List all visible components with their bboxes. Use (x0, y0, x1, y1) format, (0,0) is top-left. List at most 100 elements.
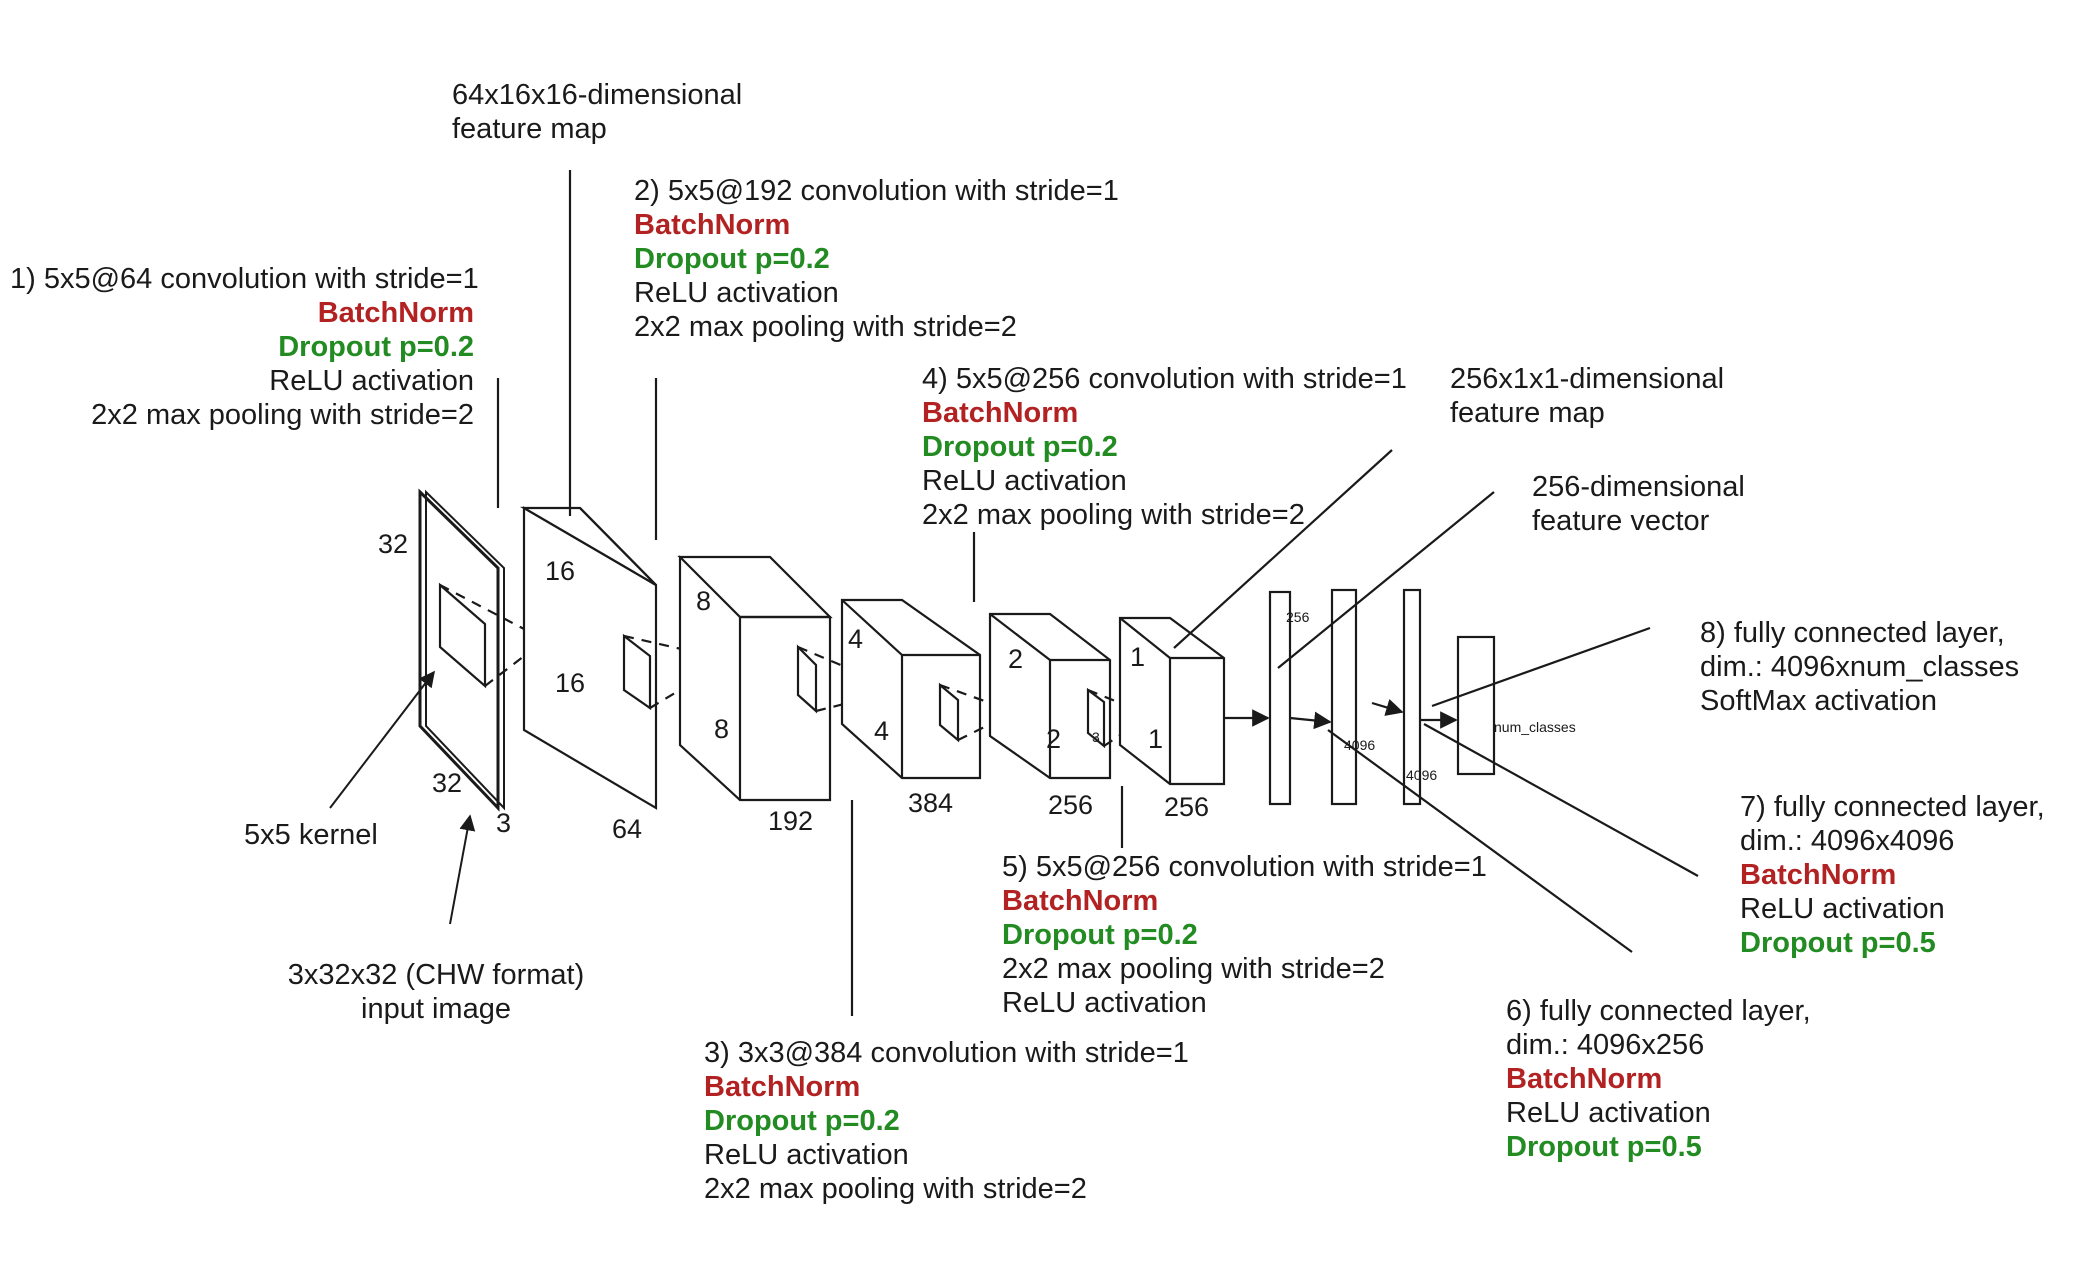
layer1-activation: ReLU activation (269, 365, 474, 397)
layer8-annotation: 8) fully connected layer, dim.: 4096xnum… (1700, 616, 2019, 718)
layer4-title: 4) 5x5@256 convolution with stride=1 (922, 363, 1407, 395)
fc6-4096-bar (1330, 588, 1358, 806)
layer7-dim: dim.: 4096x4096 (1740, 825, 1955, 857)
layer8-activation: SoftMax activation (1700, 685, 1937, 717)
conv5-kernel-dim: 3 (1092, 729, 1100, 745)
input-image-line1: 3x32x32 (CHW format) (287, 959, 585, 991)
layer2-dropout: Dropout p=0.2 (634, 243, 830, 275)
layer1-annotation: 1) 5x5@64 convolution with stride=1 Batc… (10, 262, 479, 432)
feature-map-256-label: 256x1x1-dimensional feature map (1450, 362, 1724, 430)
conv3-channel-dim: 384 (908, 788, 953, 818)
layer2-activation: ReLU activation (634, 277, 839, 309)
feature-vector-label: 256-dimensional feature vector (1532, 470, 1745, 538)
feature-vector-line1: 256-dimensional (1532, 471, 1745, 503)
layer4-batchnorm: BatchNorm (922, 397, 1079, 429)
layer5-pooling: 2x2 max pooling with stride=2 (1002, 953, 1385, 985)
feature-map-256-line2: feature map (1450, 397, 1605, 429)
layer2-title: 2) 5x5@192 convolution with stride=1 (634, 175, 1119, 207)
fc-input-256-bar (1268, 590, 1292, 806)
conv1-channel-dim: 64 (612, 814, 642, 844)
input-channel-dim: 3 (496, 808, 511, 838)
conv4-height-dim: 2 (1008, 644, 1023, 674)
conv3-height-dim: 4 (848, 624, 863, 654)
conv1-feature-map-block (519, 506, 658, 810)
layer7-dropout: Dropout p=0.5 (1740, 927, 1936, 959)
layer7-activation: ReLU activation (1740, 893, 1945, 925)
layer6-dim: dim.: 4096x256 (1506, 1029, 1705, 1061)
layer6-title: 6) fully connected layer, (1506, 995, 1811, 1027)
layer6-dropout: Dropout p=0.5 (1506, 1131, 1702, 1163)
layer3-activation: ReLU activation (704, 1139, 909, 1171)
conv2-channel-dim: 192 (768, 806, 813, 836)
layer3-pooling: 2x2 max pooling with stride=2 (704, 1173, 1087, 1205)
layer1-batchnorm: BatchNorm (317, 297, 474, 329)
fc7-dim: 4096 (1406, 767, 1437, 783)
conv2-feature-map-block (677, 555, 833, 802)
arrow-to-fc7 (1371, 699, 1404, 716)
input-width-dim: 32 (432, 768, 462, 798)
layer6-activation: ReLU activation (1506, 1097, 1711, 1129)
layer5-annotation: 5) 5x5@256 convolution with stride=1 Bat… (1002, 850, 1487, 1020)
layer8-dim: dim.: 4096xnum_classes (1700, 651, 2020, 683)
conv4-width-dim: 2 (1046, 724, 1061, 754)
layer3-annotation: 3) 3x3@384 convolution with stride=1 Bat… (704, 1036, 1189, 1206)
layer6-annotation: 6) fully connected layer, dim.: 4096x256… (1506, 994, 1811, 1164)
layer8-title: 8) fully connected layer, (1700, 617, 2005, 649)
layer5-batchnorm: BatchNorm (1002, 885, 1159, 917)
layer4-activation: ReLU activation (922, 465, 1127, 497)
input-image-label: 3x32x32 (CHW format) input image (276, 958, 596, 1026)
layer3-dropout: Dropout p=0.2 (704, 1105, 900, 1137)
layer7-batchnorm: BatchNorm (1740, 859, 1897, 891)
conv3-width-dim: 4 (874, 716, 889, 746)
layer1-dropout: Dropout p=0.2 (278, 331, 474, 363)
conv2-height-dim: 8 (696, 586, 711, 616)
kernel-pointer-arrow (329, 670, 435, 809)
layer4-dropout: Dropout p=0.2 (922, 431, 1118, 463)
layer3-title: 3) 3x3@384 convolution with stride=1 (704, 1037, 1189, 1069)
arrow-to-fc6 (1289, 711, 1332, 730)
fc6-dim: 4096 (1344, 737, 1375, 753)
feature-map-64-line1: 64x16x16-dimensional (452, 79, 743, 111)
input-image-line2: input image (361, 993, 511, 1025)
input-pointer-arrow (449, 814, 476, 925)
conv3-kernel-projection (939, 683, 1016, 741)
conv5-width-dim: 1 (1148, 724, 1163, 754)
fc7-4096-bar (1402, 588, 1422, 806)
conv1-height-dim: 16 (545, 556, 575, 586)
layer7-annotation: 7) fully connected layer, dim.: 4096x409… (1740, 790, 2045, 960)
layer5-dropout: Dropout p=0.2 (1002, 919, 1198, 951)
layer3-batchnorm: BatchNorm (704, 1071, 861, 1103)
layer1-title: 1) 5x5@64 convolution with stride=1 (10, 263, 479, 295)
conv4-channel-dim: 256 (1048, 790, 1093, 820)
feature-map-64-label: 64x16x16-dimensional feature map (452, 78, 742, 146)
layer6-batchnorm: BatchNorm (1506, 1063, 1663, 1095)
conv5-height-dim: 1 (1130, 642, 1145, 672)
layer5-title: 5) 5x5@256 convolution with stride=1 (1002, 851, 1487, 883)
conv1-width-dim: 16 (555, 668, 585, 698)
kernel-label: 5x5 kernel (244, 819, 378, 851)
layer7-title: 7) fully connected layer, (1740, 791, 2045, 823)
feature-map-64-line2: feature map (452, 113, 607, 145)
feature-map-256-line1: 256x1x1-dimensional (1450, 363, 1725, 395)
layer4-annotation: 4) 5x5@256 convolution with stride=1 Bat… (922, 362, 1407, 532)
conv2-width-dim: 8 (714, 714, 729, 744)
conv5-feature-map-block (1118, 616, 1226, 786)
layer2-batchnorm: BatchNorm (634, 209, 791, 241)
input-height-dim: 32 (378, 529, 408, 559)
layer2-annotation: 2) 5x5@192 convolution with stride=1 Bat… (634, 174, 1119, 344)
fc-input-dim: 256 (1286, 609, 1310, 625)
conv3-feature-map-block (840, 598, 982, 780)
layer2-pooling: 2x2 max pooling with stride=2 (634, 311, 1017, 343)
conv5-channel-dim: 256 (1164, 792, 1209, 822)
input-image-slab (418, 488, 505, 812)
layer5-activation: ReLU activation (1002, 987, 1207, 1019)
layer4-pooling: 2x2 max pooling with stride=2 (922, 499, 1305, 531)
annotation-pointer-lines (496, 170, 1699, 1016)
feature-vector-line2: feature vector (1532, 505, 1710, 537)
layer1-pooling: 2x2 max pooling with stride=2 (91, 399, 474, 431)
fc8-dim: num_classes (1494, 719, 1576, 735)
conv4-feature-map-block (988, 612, 1112, 780)
fc8-num-classes-bar (1456, 635, 1496, 776)
